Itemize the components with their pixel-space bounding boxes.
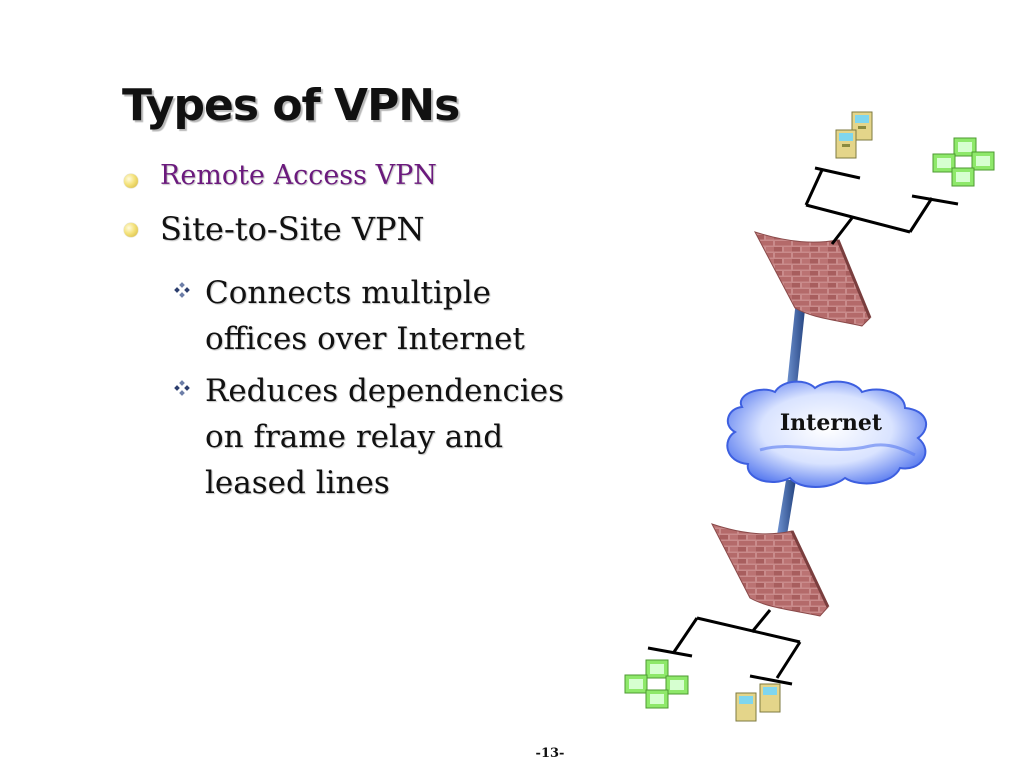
top-lan-network [804, 166, 959, 245]
sub-bullet-connects-offices: Connects multiple offices over Internet [172, 270, 612, 362]
sub-bullet-line: Connects multiple [205, 275, 491, 311]
sub-bullet-reduces-dependencies: Reduces dependencies on frame relay and … [172, 368, 612, 506]
bullet-dot-icon [124, 174, 138, 188]
slide-title: Types of VPNs [122, 80, 460, 131]
top-firewall-icon [753, 231, 872, 327]
sub-bullet-line: leased lines [205, 465, 390, 501]
server-icon [735, 683, 781, 722]
bullet-text: Remote Access VPN [160, 160, 437, 191]
internet-cloud-icon [726, 380, 928, 488]
diamond-bullet-icon [174, 282, 190, 298]
workstation-cluster-icon [932, 137, 995, 187]
bullet-text: Site-to-Site VPN [160, 210, 425, 248]
bullet-site-to-site-vpn: Site-to-Site VPN [122, 210, 622, 262]
network-diagram [624, 111, 995, 722]
diamond-bullet-icon [174, 380, 190, 396]
bullet-dot-icon [124, 223, 138, 237]
sub-bullet-line: Reduces dependencies [205, 373, 564, 409]
sub-bullet-line: on frame relay and [205, 419, 504, 455]
bottom-firewall-icon [710, 523, 830, 617]
server-icon [835, 111, 873, 159]
sub-bullet-list: Connects multiple offices over Internet … [172, 270, 612, 512]
backbone-link [777, 300, 806, 535]
bullet-list: Remote Access VPN Site-to-Site VPN [122, 160, 622, 262]
page-number: -13- [535, 746, 565, 761]
workstation-cluster-icon [624, 659, 689, 709]
bottom-lan-network [647, 609, 802, 686]
sub-bullet-line: offices over Internet [205, 321, 525, 357]
internet-cloud-label: Internet [779, 410, 883, 436]
bullet-remote-access-vpn: Remote Access VPN [122, 160, 622, 210]
